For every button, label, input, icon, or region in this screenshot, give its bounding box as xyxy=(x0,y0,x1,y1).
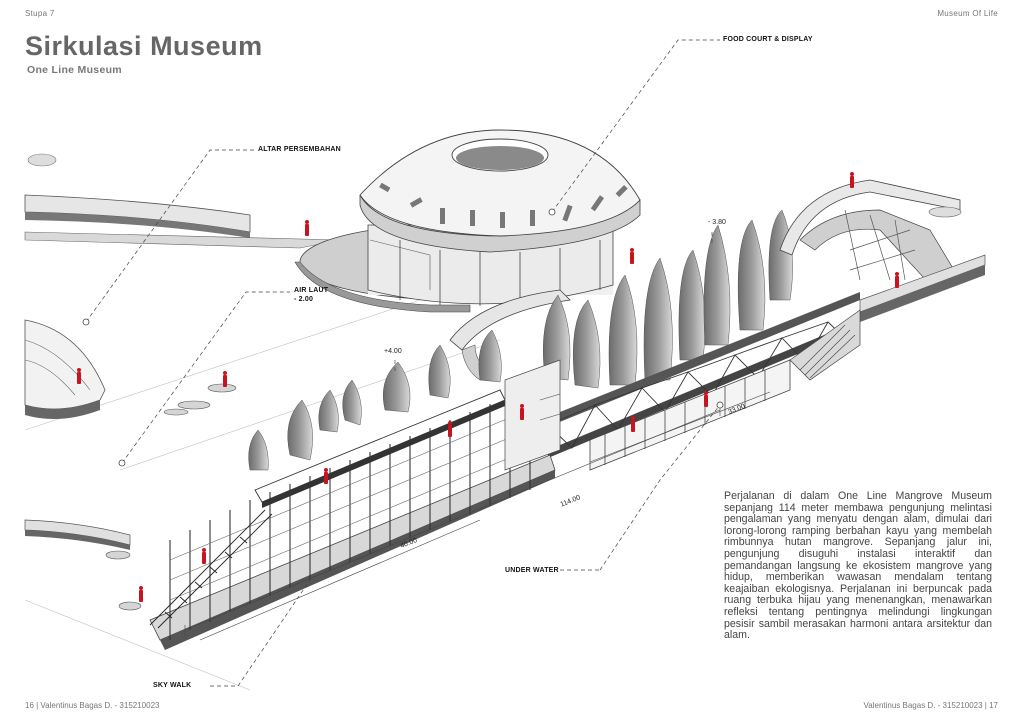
food-court-building xyxy=(294,129,641,313)
callout-air-laut: AIR LAUT xyxy=(294,287,329,294)
figure xyxy=(850,172,854,188)
figure xyxy=(631,416,635,432)
description-paragraph: Perjalanan di dalam One Line Mangrove Mu… xyxy=(724,490,992,642)
callout-markers xyxy=(82,208,724,467)
callout-altar: ALTAR PERSEMBAHAN xyxy=(258,146,341,153)
figure xyxy=(223,371,227,387)
figure xyxy=(704,391,708,407)
page-title: Sirkulasi Museum xyxy=(25,31,263,61)
dome-pavilion xyxy=(24,319,106,419)
skywalk-structure xyxy=(24,359,561,650)
figure xyxy=(202,548,206,564)
callout-food-court: FOOD COURT & DISPLAY xyxy=(723,36,813,43)
figure xyxy=(630,248,634,264)
footer-right: Valentinus Bagas D. - 315210023 | 17 xyxy=(863,701,998,710)
right-circular-pavilion xyxy=(779,179,986,322)
dimension-lines xyxy=(184,391,771,641)
figure xyxy=(448,421,452,437)
truss-bridge xyxy=(540,292,861,471)
human-figures xyxy=(77,172,899,602)
page-subtitle: One Line Museum xyxy=(27,64,122,76)
header-left: Stupa 7 xyxy=(25,9,55,18)
mangrove-trees xyxy=(248,209,793,471)
figure xyxy=(139,586,143,602)
callout-sky-walk: SKY WALK xyxy=(153,682,192,689)
figure xyxy=(520,404,524,420)
figure xyxy=(324,468,328,484)
callout-under-water: UNDER WATER xyxy=(505,567,559,574)
callout-air-laut-level: - 2.00 xyxy=(294,296,314,303)
figure xyxy=(77,368,81,384)
callout-leaders xyxy=(85,39,721,687)
figure xyxy=(895,272,899,288)
header-right: Museum Of Life xyxy=(937,9,998,18)
level-minus-380: - 3.80 xyxy=(708,219,726,226)
level-plus-400: +4.00 xyxy=(384,348,402,355)
figure xyxy=(305,220,309,236)
upper-walkway xyxy=(24,153,341,249)
footer-left: 16 | Valentinus Bagas D. - 315210023 xyxy=(25,701,160,710)
boats xyxy=(105,383,237,611)
